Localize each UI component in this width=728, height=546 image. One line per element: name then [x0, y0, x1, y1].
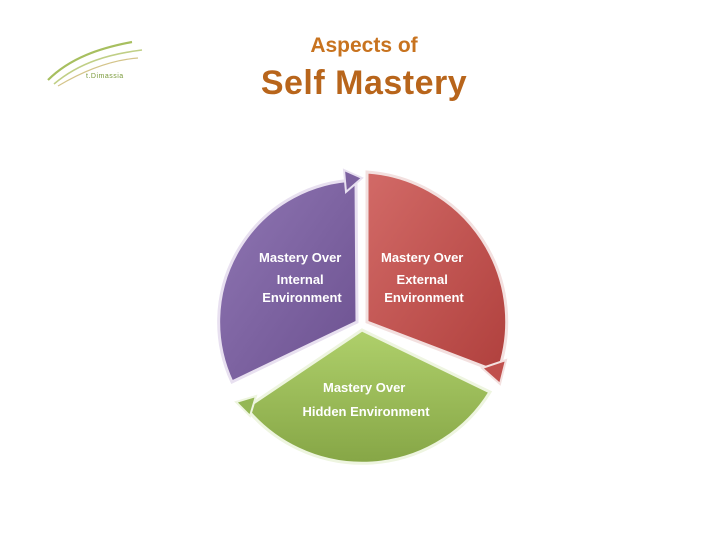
internal-label-line2: Internal — [277, 272, 324, 287]
segment-external-label: Mastery Over External Environment — [381, 250, 467, 305]
hidden-label-line2: Hidden Environment — [302, 404, 430, 419]
segment-hidden-label: Mastery Over Hidden Environment — [302, 380, 430, 419]
title-line1: Aspects of — [310, 34, 418, 57]
arrow-internal-to-external — [342, 168, 364, 195]
internal-label-line3: Environment — [262, 290, 342, 305]
external-label-line1: Mastery Over — [381, 250, 463, 265]
external-label-line2: External — [397, 272, 448, 287]
logo-name: t.Dimassia — [86, 73, 124, 80]
internal-label-line1: Mastery Over — [259, 250, 341, 265]
hidden-label-line1: Mastery Over — [323, 380, 405, 395]
company-logo — [47, 40, 143, 87]
title-line2: Self Mastery — [260, 64, 468, 102]
arrow-external-to-hidden — [480, 358, 508, 386]
segment-internal-label: Mastery Over Internal Environment — [259, 250, 345, 305]
external-label-line3: Environment — [384, 290, 464, 305]
segment-internal-body — [217, 178, 359, 385]
segment-external-body — [365, 170, 509, 374]
segment-hidden-body — [243, 328, 493, 465]
arrow-hidden-to-internal — [234, 394, 258, 418]
